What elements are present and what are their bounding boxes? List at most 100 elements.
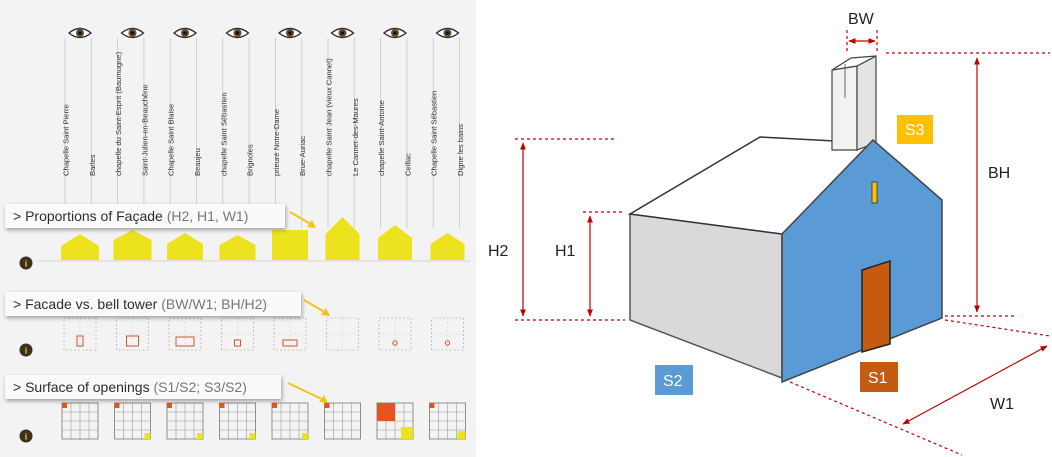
section-surface-of-openings: > Surface of openings (S1/S2; S3/S2) <box>5 375 281 399</box>
facade-door <box>861 259 891 353</box>
info-icon[interactable]: i <box>19 429 33 443</box>
column-label: Digne les bains <box>456 124 465 176</box>
facade-shape <box>61 234 99 260</box>
s3-badge <box>897 115 933 144</box>
column-label: chapelle du Saint-Esprit (Baumugne) <box>114 51 123 176</box>
window-opening-mark <box>302 433 308 439</box>
eye-icon[interactable] <box>67 27 93 39</box>
door-opening-mark <box>324 403 330 408</box>
window-opening-mark <box>457 431 466 439</box>
bell-tower-mark <box>392 340 398 346</box>
label-s2: S2 <box>663 373 683 390</box>
label-h2: H2 <box>488 243 509 260</box>
section-title: > Proportions of Façade <box>13 208 163 224</box>
openings-grid <box>324 402 361 440</box>
label-s3: S3 <box>905 122 925 139</box>
s2-badge <box>655 365 693 395</box>
openings-grid <box>61 402 99 440</box>
column-label: Saint-Julien-en-Beauchêne <box>140 84 149 176</box>
label-h1: H1 <box>555 243 576 260</box>
s1-badge <box>860 362 898 392</box>
door-opening-mark <box>167 403 172 408</box>
bell-tower-top <box>831 55 877 71</box>
window-opening-mark <box>249 433 256 439</box>
door-opening-mark <box>377 403 395 421</box>
bell-tower-mark <box>76 335 84 347</box>
door-opening-mark <box>429 403 435 408</box>
column-label: Chapelle Saint Pierre <box>62 104 71 176</box>
section-params: (BW/W1; BH/H2) <box>161 296 268 312</box>
eye-icon[interactable] <box>225 27 250 39</box>
eye-icon[interactable] <box>435 27 460 39</box>
column-label: chapelle Saint-Antoine <box>377 100 386 176</box>
label-bw: BW <box>848 11 875 28</box>
facade-shape <box>378 225 412 260</box>
label-w1: W1 <box>990 396 1014 413</box>
bell-tower-mark <box>444 340 451 346</box>
bell-tower-mark <box>234 339 241 347</box>
dimension-lines <box>515 30 1051 456</box>
facade-window <box>871 181 878 204</box>
facade-shape <box>167 233 203 260</box>
column-label: Chapelle Saint Sébastien <box>430 91 439 176</box>
bell-tower-side <box>856 55 877 151</box>
info-icon[interactable]: i <box>19 256 33 270</box>
column-label: Chapelle Saint Blaise <box>167 104 176 176</box>
column-label: chapelle Saint Sébastien <box>219 92 228 176</box>
openings-grid <box>114 402 151 440</box>
facade-shape <box>272 230 308 260</box>
section-facade-vs-bell-tower: > Facade vs. bell tower (BW/W1; BH/H2) <box>5 292 301 316</box>
door-opening-mark <box>114 403 120 408</box>
window-opening-mark <box>144 433 151 439</box>
door-opening-mark <box>219 403 225 408</box>
pointer-arrow-head <box>319 395 328 403</box>
openings-grid <box>219 402 256 440</box>
door-opening-mark <box>272 403 277 408</box>
eye-icon[interactable] <box>330 27 355 39</box>
section-proportions-of-facade: > Proportions of Façade (H2, H1, W1) <box>5 204 285 228</box>
pointer-arrow <box>287 382 327 402</box>
section-params: (S1/S2; S3/S2) <box>153 379 247 395</box>
column-label: Barles <box>88 154 97 176</box>
eye-icon[interactable] <box>172 27 198 39</box>
side-wall <box>629 213 783 380</box>
column-label: Le Cannet-des-Maures <box>351 98 360 176</box>
facade-shape <box>219 235 256 260</box>
bell-tower-mark <box>126 335 139 347</box>
svg-text:i: i <box>25 432 28 442</box>
svg-text:i: i <box>25 259 28 269</box>
label-s1: S1 <box>868 370 888 387</box>
bell-tower-mark <box>282 339 298 347</box>
label-bh: BH <box>988 165 1010 182</box>
facade-shape <box>430 233 465 260</box>
pointer-arrow-head <box>321 308 330 316</box>
main-facade <box>781 138 943 384</box>
eye-icon[interactable] <box>382 27 408 39</box>
eye-icon[interactable] <box>120 27 145 39</box>
column-label: Brignoles <box>246 144 255 176</box>
bell-tower-mark <box>175 336 195 347</box>
column-label: Brue-Auriac <box>298 136 307 176</box>
column-label: Ceillac <box>403 153 412 176</box>
section-title: > Surface of openings <box>13 379 150 395</box>
info-icon[interactable]: i <box>19 343 33 357</box>
section-title: > Facade vs. bell tower <box>13 296 158 312</box>
openings-grid <box>166 402 204 440</box>
openings-grid <box>271 402 309 440</box>
column-label: Beaujeu <box>193 148 202 176</box>
facade-shape <box>113 230 152 260</box>
column-label: prieuré Notre-Dame <box>272 109 281 176</box>
facade-shape <box>325 217 360 260</box>
svg-text:i: i <box>25 346 28 356</box>
pointer-arrow-head <box>307 220 316 228</box>
openings-grid <box>429 402 466 440</box>
window-opening-mark <box>401 427 413 439</box>
section-params: (H2, H1, W1) <box>166 208 249 224</box>
column-label: chapelle Saint Jean (vieux Cannet) <box>325 58 334 176</box>
door-opening-mark <box>62 403 67 408</box>
eye-icon[interactable] <box>277 27 303 39</box>
window-opening-mark <box>197 433 203 439</box>
